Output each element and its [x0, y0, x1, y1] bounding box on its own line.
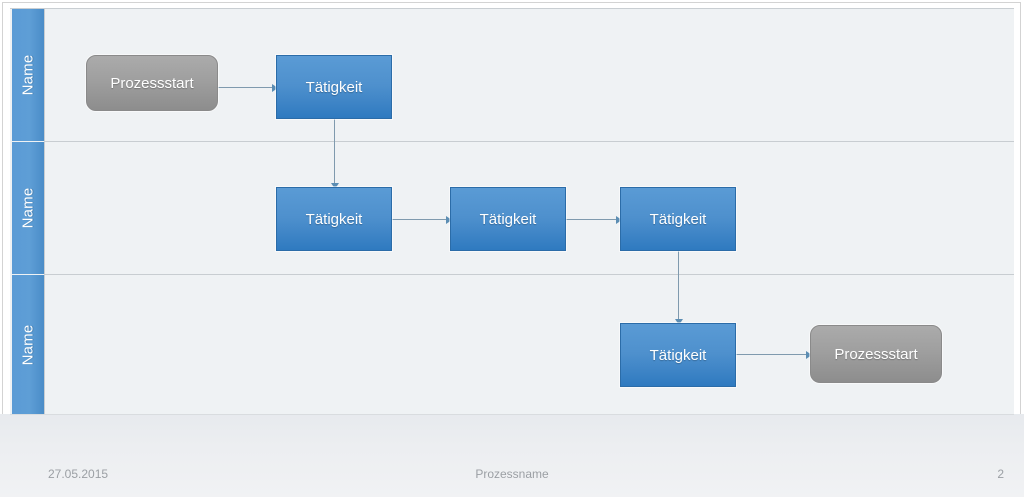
node-label: Tätigkeit	[305, 210, 363, 228]
arrowhead-icon	[616, 216, 622, 224]
swimlane-divider-1	[44, 141, 1014, 142]
node-label: Tätigkeit	[479, 210, 537, 228]
connector-n6-to-n7[interactable]	[736, 354, 808, 355]
swimlane-divider-2	[44, 274, 1014, 275]
arrowhead-icon	[675, 319, 683, 325]
swimlane-1-header[interactable]: Name	[12, 142, 44, 274]
terminal-node-n7[interactable]: Prozessstart	[810, 325, 942, 383]
swimlane-1-label: Name	[19, 187, 37, 229]
node-label: Prozessstart	[834, 345, 918, 363]
footer-divider	[10, 414, 1014, 415]
swimlane-0-header[interactable]: Name	[12, 9, 44, 141]
arrowhead-icon	[446, 216, 452, 224]
terminal-node-n1[interactable]: Prozessstart	[86, 55, 218, 111]
arrowhead-icon	[331, 183, 339, 189]
node-label: Prozessstart	[110, 74, 194, 92]
connector-n5-to-n6[interactable]	[678, 251, 679, 321]
task-node-n3[interactable]: Tätigkeit	[276, 187, 392, 251]
arrowhead-icon	[806, 351, 812, 359]
node-label: Tätigkeit	[649, 210, 707, 228]
swimlane-2-label: Name	[19, 324, 37, 366]
task-node-n6[interactable]: Tätigkeit	[620, 323, 736, 387]
slide-footer	[0, 414, 1024, 497]
footer-page-number: 2	[997, 467, 1004, 481]
arrowhead-icon	[272, 84, 278, 92]
task-node-n4[interactable]: Tätigkeit	[450, 187, 566, 251]
swimlane-0-label: Name	[19, 54, 37, 96]
footer-date: 27.05.2015	[48, 467, 109, 481]
task-node-n5[interactable]: Tätigkeit	[620, 187, 736, 251]
connector-n3-to-n4[interactable]	[392, 219, 448, 220]
connector-n2-to-n3[interactable]	[334, 119, 335, 185]
connector-n1-to-n2[interactable]	[218, 87, 274, 88]
node-label: Tätigkeit	[305, 78, 363, 96]
footer-title: Prozessname	[475, 467, 549, 481]
task-node-n2[interactable]: Tätigkeit	[276, 55, 392, 119]
connector-n4-to-n5[interactable]	[566, 219, 618, 220]
swimlane-2-header[interactable]: Name	[12, 275, 44, 415]
node-label: Tätigkeit	[649, 346, 707, 364]
